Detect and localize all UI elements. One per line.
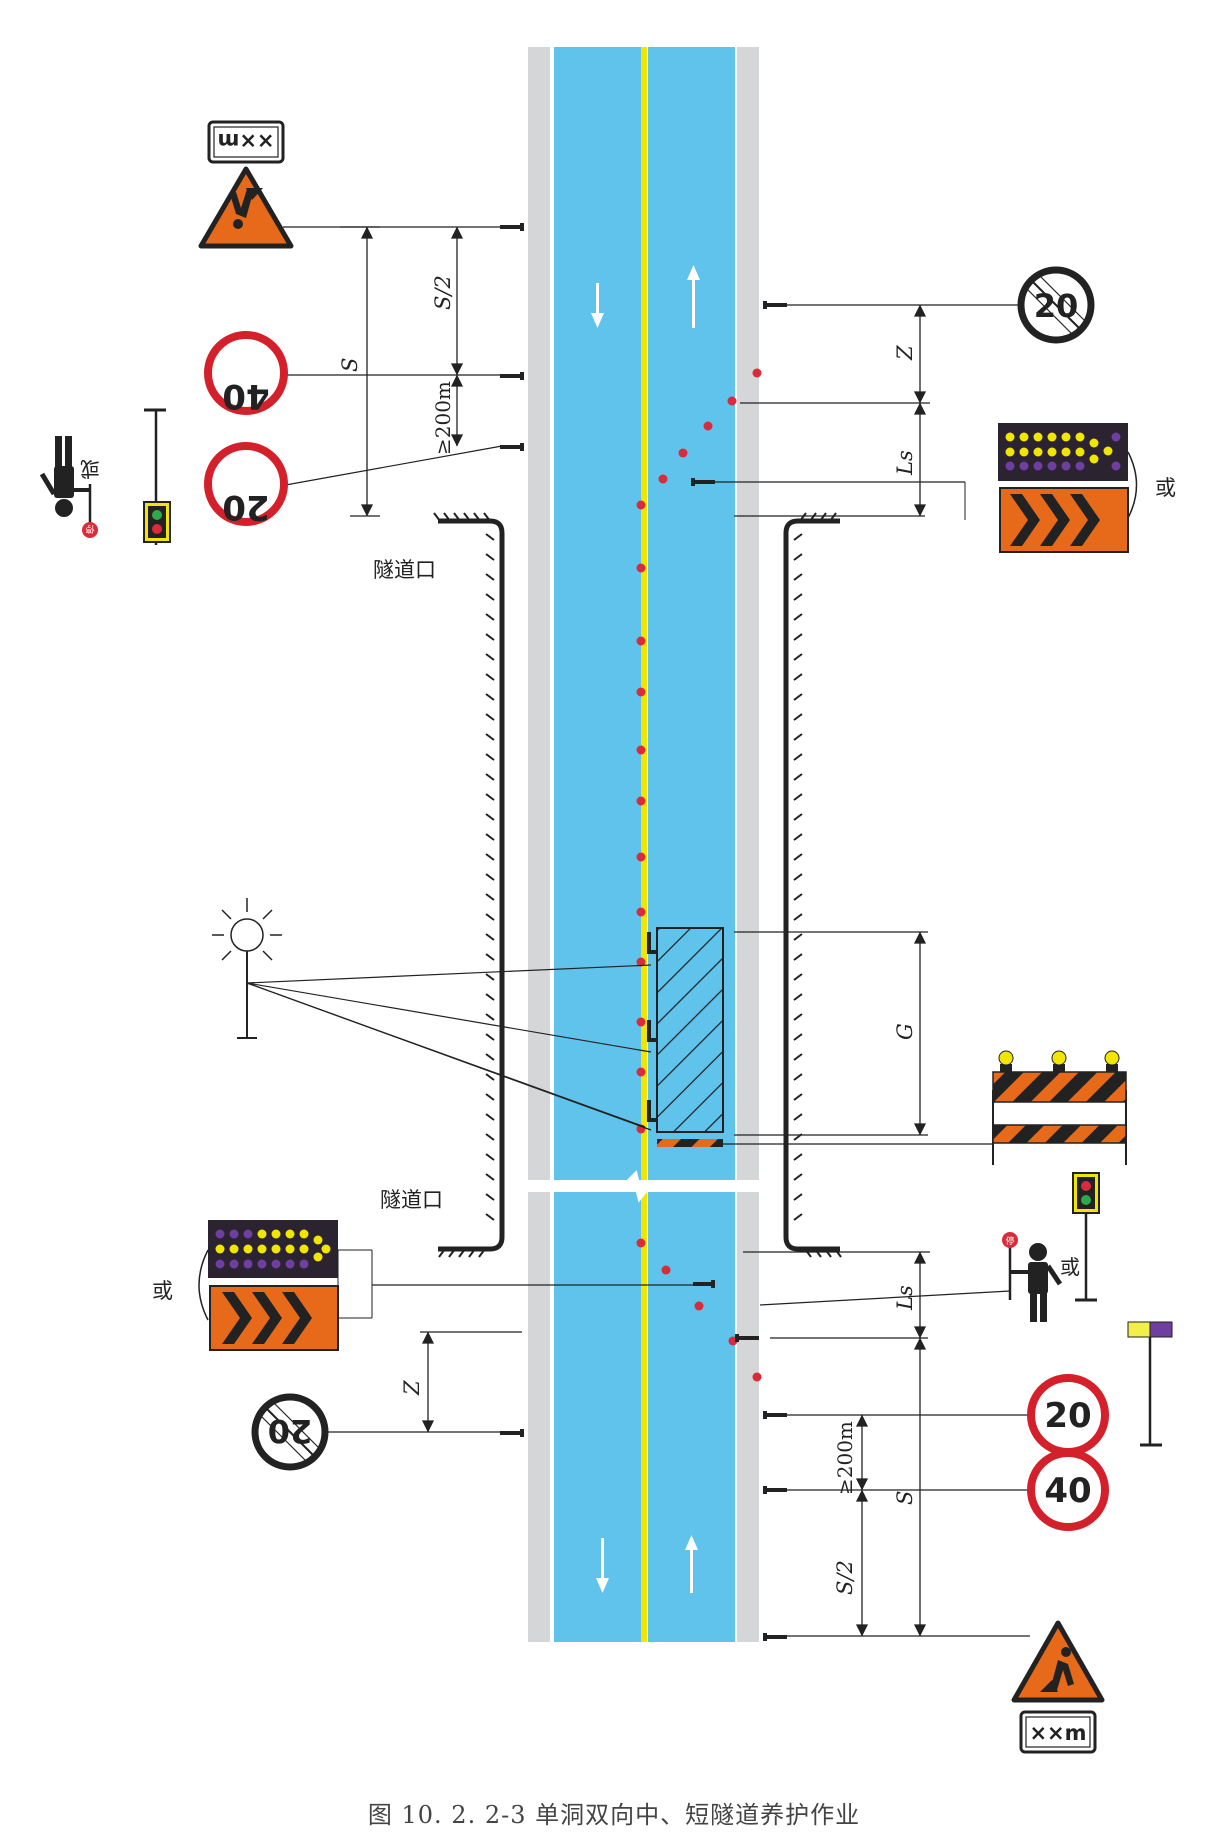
arrow-board-top <box>998 423 1128 481</box>
dim-label-200m-top: ≥200m <box>431 381 455 455</box>
work-lamp-icon <box>212 898 282 1039</box>
traffic-cone <box>636 957 646 967</box>
traffic-light-icon <box>143 501 171 543</box>
flagger-icon: 停 <box>1002 1232 1063 1322</box>
figure-caption: 图 10. 2. 2-3 单洞双向中、短隧道养护作业 <box>367 1801 861 1829</box>
flag-post <box>1127 1321 1173 1447</box>
lamp-posts-on-line <box>647 932 657 1122</box>
traffic-cone <box>636 500 646 510</box>
traffic-cone <box>636 636 646 646</box>
speed-limit-release-20-sign-bottom: 20 <box>251 1393 329 1471</box>
down-arrow-icon <box>591 283 604 328</box>
dim-label-200m-bottom: ≥200m <box>833 1421 857 1495</box>
traffic-cone <box>636 745 646 755</box>
road-work-warning-sign-top <box>198 166 294 249</box>
tunnel-wall-left <box>438 518 505 1252</box>
traffic-cone <box>636 796 646 806</box>
right-shoulder <box>737 47 759 1642</box>
distance-plate-bottom: ××m <box>1019 1710 1097 1754</box>
distance-plate-text: ××m <box>1029 1721 1086 1745</box>
tunnel-entrance-label-top: 隧道口 <box>373 558 436 582</box>
speed-limit-40-sign-bottom: 40 <box>1027 1449 1109 1531</box>
center-line <box>641 47 647 1642</box>
stop-paddle-text: 停 <box>85 523 94 535</box>
traffic-cone <box>694 1301 704 1311</box>
chevron-board-bottom <box>209 1285 339 1351</box>
traffic-cone <box>636 907 646 917</box>
work-zone <box>647 927 724 1147</box>
traffic-cone <box>661 1265 671 1275</box>
dim-label-s-half-top: S/2 <box>431 275 455 310</box>
traffic-control-top-left: 或 停 <box>39 408 171 545</box>
speed-limit-release-20-sign-top: 20 <box>1017 266 1095 344</box>
or-label-flagger: 或 <box>1060 1255 1080 1279</box>
speed-limit-20-sign-bottom: 20 <box>1027 1374 1109 1456</box>
lane-direction-arrows <box>591 265 700 1593</box>
traffic-cone <box>752 368 762 378</box>
chevron-right-icon <box>222 1292 312 1344</box>
dim-label-ls-bottom: Ls <box>893 1285 917 1311</box>
or-label-top-right: 或 <box>1155 476 1176 500</box>
chevron-right-icon <box>1010 494 1100 546</box>
distance-plate-top: ××m <box>207 120 285 164</box>
traffic-cone <box>658 474 668 484</box>
dim-label-ls-top: Ls <box>893 450 917 476</box>
work-area-barrier <box>657 1139 723 1147</box>
down-arrow-icon <box>596 1538 609 1593</box>
speed-limit-20-sign-top: 20 <box>204 442 288 527</box>
lighted-barrier <box>992 1050 1127 1165</box>
speed-release-20-text: 20 <box>268 1412 313 1450</box>
traffic-cone <box>636 1238 646 1248</box>
traffic-cone <box>636 687 646 697</box>
traffic-cone <box>636 852 646 862</box>
dim-label-s-top: S <box>338 358 362 372</box>
traffic-control-bottom-right: 或 停 <box>1002 1172 1100 1322</box>
speed-limit-40-sign-top: 40 <box>204 331 288 416</box>
worker-icon <box>230 188 263 229</box>
speed-limit-40-text: 40 <box>222 376 269 416</box>
flagger-icon: 停 <box>39 436 98 538</box>
dim-label-s-half-bottom: S/2 <box>833 1560 857 1595</box>
traffic-cone <box>678 448 688 458</box>
tunnel-wall-right <box>783 518 840 1252</box>
speed-limit-20-text: 20 <box>1044 1396 1091 1436</box>
worker-icon <box>1040 1647 1074 1692</box>
dimension-lines <box>360 226 927 1637</box>
traffic-light-icon <box>1072 1172 1100 1302</box>
traffic-cone <box>636 563 646 573</box>
left-shoulder <box>528 47 550 1642</box>
traffic-cone <box>727 396 737 406</box>
tunnel-walls <box>433 512 842 1258</box>
dim-label-g: G <box>893 1023 917 1040</box>
or-label-bottom-left: 或 <box>152 1279 173 1303</box>
work-area-hatched <box>656 927 724 1133</box>
dim-label-s-bottom: S <box>893 1491 917 1505</box>
dim-label-z-bottom: Z <box>400 1380 424 1396</box>
right-lane <box>648 47 735 1642</box>
traffic-cone <box>636 1067 646 1077</box>
distance-plate-text: ××m <box>217 129 274 153</box>
leader-lines <box>246 226 1030 1637</box>
dim-label-z-top: Z <box>893 345 917 361</box>
stop-paddle-text: 停 <box>1005 1235 1014 1247</box>
speed-limit-20-text: 20 <box>222 487 269 527</box>
up-arrow-icon <box>687 265 700 328</box>
break-line <box>528 1170 760 1203</box>
arrow-board-bottom <box>208 1220 338 1278</box>
or-label: 或 <box>80 457 100 481</box>
road <box>526 47 762 1642</box>
traffic-cone <box>636 1017 646 1027</box>
road-work-warning-sign-bottom <box>1011 1620 1105 1703</box>
tunnel-entrance-label-bottom: 隧道口 <box>380 1188 443 1212</box>
up-arrow-icon <box>685 1535 698 1593</box>
traffic-cones <box>636 368 762 1382</box>
warning-light-icon <box>998 1050 1120 1072</box>
chevron-board-top <box>999 487 1129 553</box>
speed-limit-40-text: 40 <box>1044 1471 1091 1511</box>
traffic-cone <box>752 1372 762 1382</box>
traffic-cone <box>703 421 713 431</box>
speed-release-20-text: 20 <box>1034 287 1079 325</box>
